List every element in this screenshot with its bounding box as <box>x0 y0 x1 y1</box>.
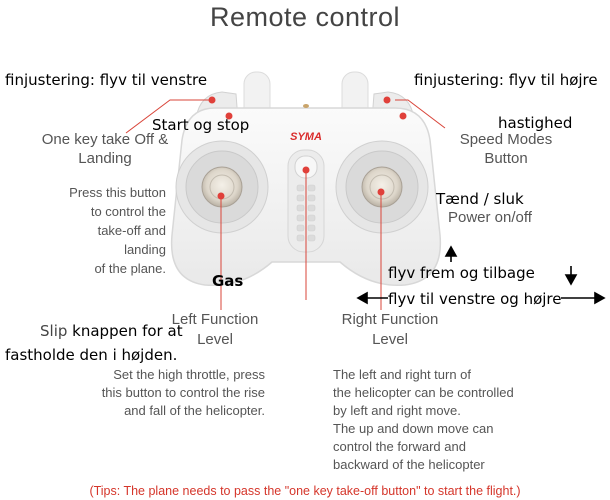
right-function-label: Right Function Level <box>341 311 439 348</box>
arrow-right-icon <box>594 291 606 305</box>
start-stop-label: Start og stop <box>152 116 250 134</box>
power-on-off-label: Power on/off <box>448 209 532 226</box>
trim-left-dot <box>208 96 216 104</box>
speed-dot <box>399 112 407 120</box>
arrow-down-icon <box>564 274 578 286</box>
left-stick-dot <box>217 192 225 200</box>
power-label: Tænd / sluk <box>436 190 524 208</box>
one-key-description: Press this button to control the take-of… <box>69 185 166 276</box>
left-function-label: Left Function Level <box>171 311 259 348</box>
release-label-line1: Slip knappen for at <box>40 322 183 340</box>
power-dot <box>302 166 310 174</box>
left-joystick <box>175 140 269 234</box>
release-label-line2: fastholde den i højden. <box>5 346 178 364</box>
gas-label: Gas <box>212 272 244 290</box>
forward-back-label: flyv frem og tilbage <box>388 264 535 282</box>
page-title: Remote control <box>209 2 401 32</box>
one-key-dot <box>225 112 233 120</box>
release-prefix: Slip <box>40 322 68 340</box>
left-right-label: flyv til venstre og højre <box>388 290 562 308</box>
trim-left-label: finjustering: flyv til venstre <box>5 71 208 89</box>
brand-logo: SYMA <box>290 131 322 143</box>
callout-dots <box>208 96 407 200</box>
tip-text: (Tips: The plane needs to pass the "one … <box>89 484 521 498</box>
left-function-description: Set the high throttle, press this button… <box>101 367 265 418</box>
right-function-description: The left and right turn of the helicopte… <box>333 367 514 472</box>
leader-lines <box>125 99 446 310</box>
speed-modes-label: Speed Modes Button <box>459 131 553 167</box>
arrow-left-icon <box>356 291 368 305</box>
right-joystick <box>335 140 429 234</box>
right-stick-dot <box>377 188 385 196</box>
one-key-title: One key take Off & Landing <box>41 131 169 167</box>
svg-text:SYMA: SYMA <box>290 131 322 143</box>
release-rest: knappen for at <box>72 322 183 340</box>
speed-label: hastighed <box>498 114 573 132</box>
trim-right-dot <box>383 96 391 104</box>
arrow-up-icon <box>444 245 458 257</box>
trim-right-label: finjustering: flyv til højre <box>414 71 598 89</box>
